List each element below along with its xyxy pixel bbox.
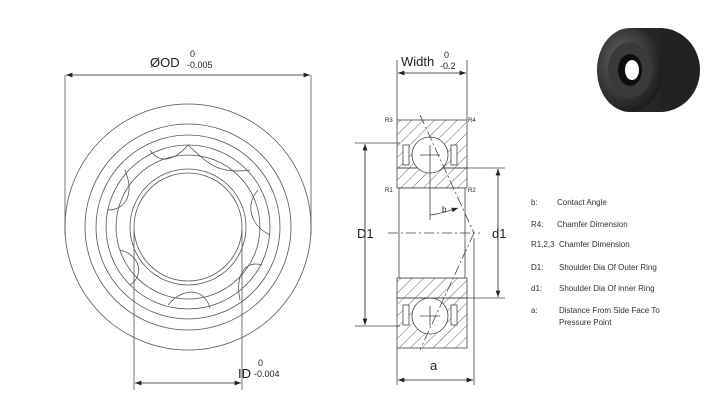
legend-sym: D1: [531,263,543,272]
a-label: a [430,358,438,373]
r2-label: R2 [468,188,476,194]
legend-sym: R1,2,3 [531,240,555,249]
od-tol-upper: 0 [190,49,195,59]
legend-sym: d1: [531,284,542,293]
od-label: ØOD [150,55,180,70]
legend-desc-cont: Pressure Point [559,318,612,327]
section-view [355,60,505,385]
D1-label: D1 [357,226,374,241]
legend-sym: b: [531,198,538,207]
od-tol-lower: -0.005 [187,60,213,70]
r4-label: R4 [468,118,476,124]
width-label: Width [401,54,434,69]
legend-desc: Chamfer Dimension [557,220,628,229]
id-tol-lower: -0.004 [254,369,280,379]
legend-desc: Shoulder Dia Of Outer Ring [559,263,657,272]
width-tol-upper: 0 [444,50,449,60]
legend-sym: a: [531,306,538,315]
id-label: ID [238,366,251,381]
d1-label: d1 [492,226,506,241]
front-view [64,75,312,390]
r3-label: R3 [385,118,393,124]
legend-desc: Distance From Side Face To [559,306,660,315]
legend: b: Contact Angle R4: Chamfer Dimension R… [531,198,660,327]
width-tol-lower: -0.2 [440,61,456,71]
id-tol-upper: 0 [258,358,263,368]
bearing-photo [597,28,700,112]
legend-desc: Shoulder Dia Of inner Ring [559,284,655,293]
r1-label: R1 [385,188,393,194]
cage-segments [107,144,271,309]
b-label: b [442,205,447,214]
legend-sym: R4: [531,220,543,229]
legend-desc: Chamfer Dimension [559,240,630,249]
legend-desc: Contact Angle [557,198,607,207]
